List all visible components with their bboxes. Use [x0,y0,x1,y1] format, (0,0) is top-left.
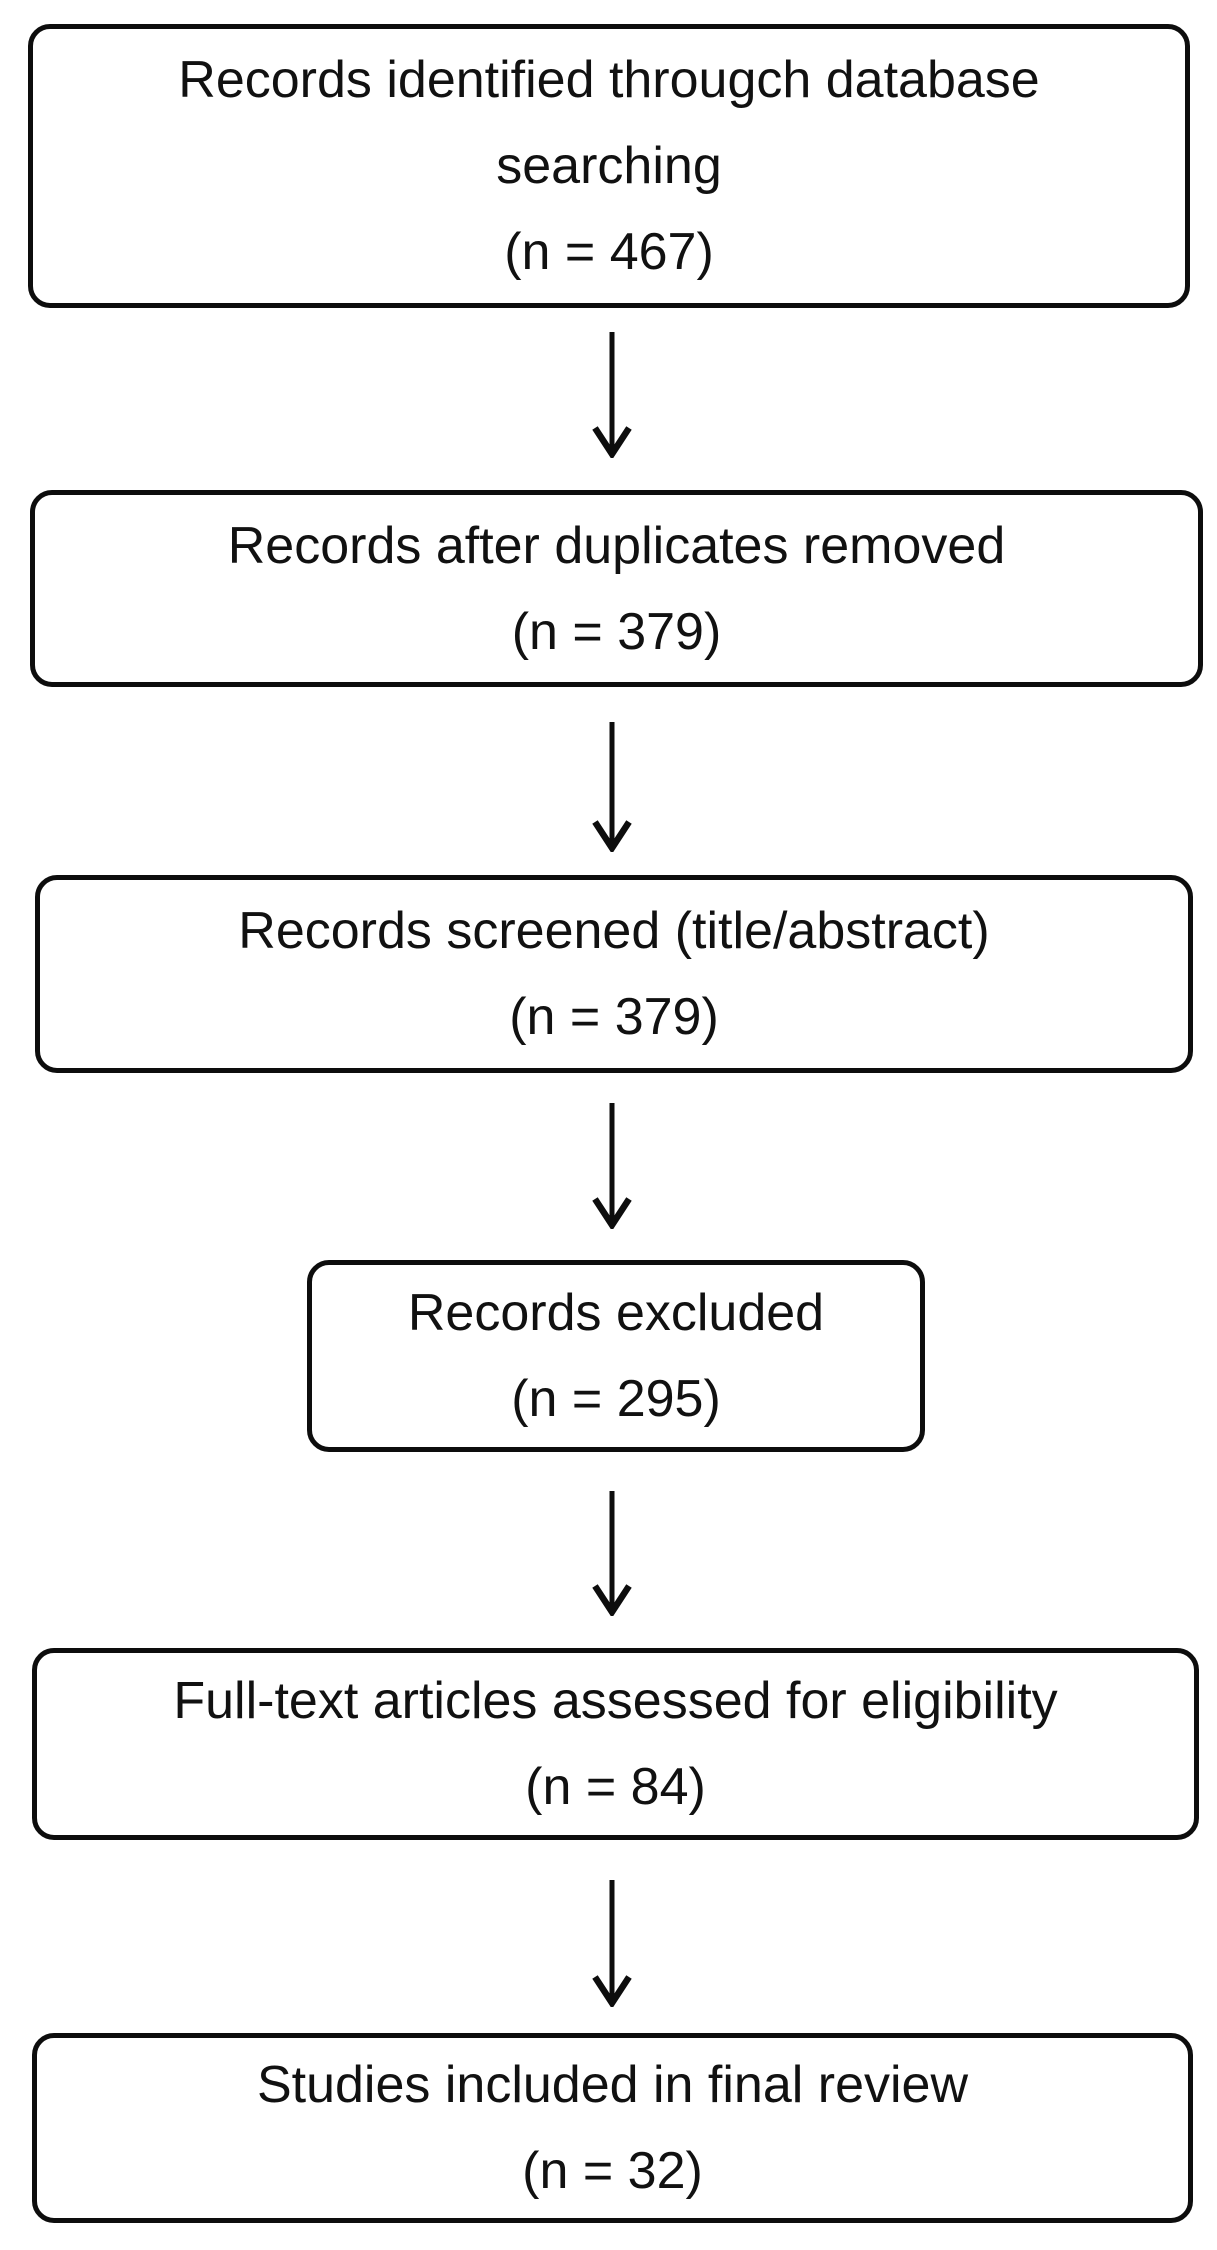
down-arrow-icon [590,722,634,852]
flow-box-fulltext-assessed: Full-text articles assessed for eligibil… [32,1648,1199,1840]
flow-box-records-identified: Records identified througch database sea… [28,24,1190,308]
box-text-line: searching [496,137,722,195]
box-count-label: (n = 379) [509,988,719,1046]
box-text-line: Records excluded [407,1284,825,1342]
flow-box-records-screened: Records screened (title/abstract) (n = 3… [35,875,1193,1073]
box-count-label: (n = 32) [522,2142,703,2200]
box-count-label: (n = 295) [511,1370,721,1428]
box-text-line: Records after duplicates removed [227,516,1006,575]
box-count-label: (n = 467) [504,223,714,281]
down-arrow-icon [590,332,634,458]
down-arrow-icon [590,1103,634,1229]
box-count-label: (n = 84) [525,1758,706,1816]
flow-box-duplicates-removed: Records after duplicates removed (n = 37… [30,490,1203,687]
box-text-line: Records screened (title/abstract) [238,902,990,960]
flow-box-studies-included: Studies included in final review (n = 32… [32,2033,1193,2223]
box-text-line: Studies included in final review [256,2056,969,2114]
down-arrow-icon [590,1880,634,2007]
box-count-label: (n = 379) [511,602,722,661]
down-arrow-icon [590,1491,634,1616]
box-text-line: Records identified througch database [178,51,1040,109]
flow-box-records-excluded: Records excluded (n = 295) [307,1260,925,1452]
box-text-line: Full-text articles assessed for eligibil… [173,1672,1058,1730]
